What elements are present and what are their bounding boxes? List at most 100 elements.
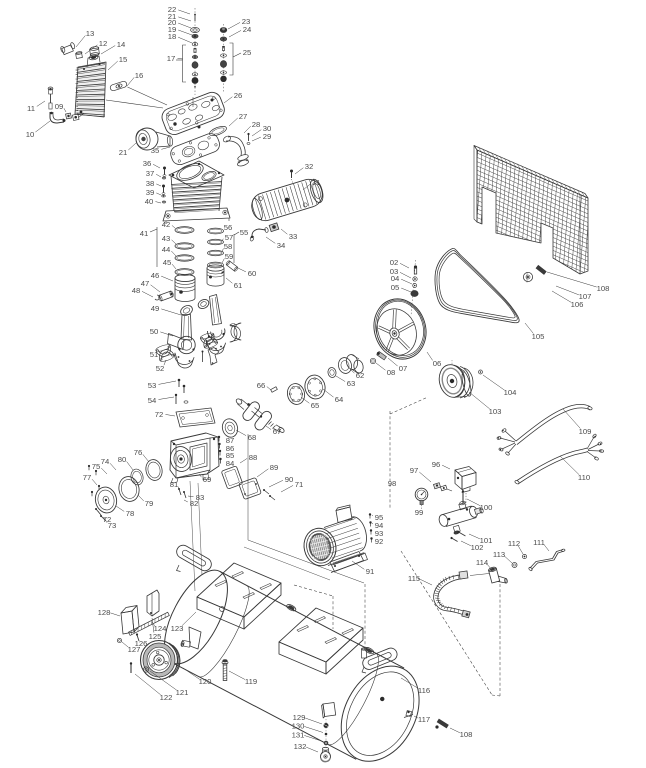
svg-text:99: 99 <box>415 508 424 517</box>
svg-text:72: 72 <box>103 515 112 524</box>
svg-text:126: 126 <box>135 639 148 648</box>
svg-text:91: 91 <box>366 567 375 576</box>
svg-text:11: 11 <box>27 104 35 113</box>
svg-text:39: 39 <box>146 188 155 197</box>
svg-text:35: 35 <box>151 146 160 155</box>
svg-text:83: 83 <box>196 493 205 502</box>
svg-text:92: 92 <box>375 537 384 546</box>
svg-text:54: 54 <box>148 396 157 405</box>
svg-text:86: 86 <box>226 444 235 453</box>
svg-text:58: 58 <box>224 242 233 251</box>
svg-text:61: 61 <box>234 281 243 290</box>
svg-text:117: 117 <box>418 715 430 724</box>
svg-text:131: 131 <box>292 730 305 739</box>
svg-text:21: 21 <box>168 12 177 21</box>
svg-text:40: 40 <box>145 197 154 206</box>
svg-text:75: 75 <box>92 462 101 471</box>
svg-text:53: 53 <box>148 381 157 390</box>
svg-text:84: 84 <box>226 459 235 468</box>
svg-text:111: 111 <box>533 538 545 547</box>
svg-text:88: 88 <box>249 453 258 462</box>
svg-text:02: 02 <box>390 258 399 267</box>
svg-text:46: 46 <box>151 271 160 280</box>
svg-text:94: 94 <box>375 521 384 530</box>
svg-text:63: 63 <box>347 379 356 388</box>
svg-text:121: 121 <box>176 688 189 697</box>
svg-text:41: 41 <box>140 229 149 238</box>
svg-text:27: 27 <box>239 112 248 121</box>
svg-text:14: 14 <box>117 40 126 49</box>
svg-text:72: 72 <box>155 410 164 419</box>
svg-text:08: 08 <box>387 368 396 377</box>
svg-text:33: 33 <box>289 232 298 241</box>
svg-text:22: 22 <box>168 5 177 14</box>
svg-text:115: 115 <box>408 574 420 583</box>
svg-text:60: 60 <box>248 269 257 278</box>
svg-text:13: 13 <box>86 29 95 38</box>
svg-text:62: 62 <box>356 371 365 380</box>
svg-text:49: 49 <box>151 304 160 313</box>
svg-text:101: 101 <box>480 536 493 545</box>
svg-text:68: 68 <box>248 433 257 442</box>
svg-text:108: 108 <box>460 730 473 739</box>
svg-text:106: 106 <box>571 300 584 309</box>
svg-text:30: 30 <box>263 124 272 133</box>
svg-text:77: 77 <box>83 473 92 482</box>
svg-text:50: 50 <box>150 327 159 336</box>
svg-text:17: 17 <box>167 54 176 63</box>
svg-text:43: 43 <box>162 234 171 243</box>
svg-text:31: 31 <box>312 178 321 187</box>
svg-text:69: 69 <box>203 475 212 484</box>
svg-text:06: 06 <box>433 359 442 368</box>
svg-text:56: 56 <box>224 223 233 232</box>
svg-text:97: 97 <box>410 466 419 475</box>
svg-text:36: 36 <box>143 159 152 168</box>
svg-text:100: 100 <box>480 503 493 512</box>
svg-text:104: 104 <box>504 388 518 397</box>
svg-text:25: 25 <box>243 48 252 57</box>
svg-text:66: 66 <box>257 381 266 390</box>
svg-text:16: 16 <box>135 71 144 80</box>
svg-text:42: 42 <box>162 220 171 229</box>
svg-text:87: 87 <box>226 436 235 445</box>
svg-text:102: 102 <box>471 543 484 552</box>
svg-text:15: 15 <box>119 55 128 64</box>
svg-text:120: 120 <box>199 677 212 686</box>
svg-text:128: 128 <box>98 608 111 617</box>
svg-text:32: 32 <box>305 162 314 171</box>
svg-text:48: 48 <box>132 286 141 295</box>
svg-text:05: 05 <box>391 283 400 292</box>
svg-text:23: 23 <box>242 17 251 26</box>
svg-text:47: 47 <box>141 279 150 288</box>
svg-text:04: 04 <box>391 274 400 283</box>
svg-text:90: 90 <box>285 475 294 484</box>
svg-text:45: 45 <box>163 258 172 267</box>
svg-text:21: 21 <box>119 148 128 157</box>
svg-text:123: 123 <box>171 624 184 633</box>
svg-text:52: 52 <box>156 364 165 373</box>
svg-text:127: 127 <box>128 645 141 654</box>
svg-text:107: 107 <box>579 292 592 301</box>
svg-text:85: 85 <box>226 451 235 460</box>
svg-text:132: 132 <box>294 742 307 751</box>
svg-text:81: 81 <box>170 480 179 489</box>
svg-text:55: 55 <box>240 228 249 237</box>
svg-text:71: 71 <box>295 480 304 489</box>
svg-text:122: 122 <box>160 693 173 702</box>
svg-text:10: 10 <box>26 130 35 139</box>
svg-text:89: 89 <box>270 463 279 472</box>
svg-text:29: 29 <box>263 132 272 141</box>
svg-text:93: 93 <box>375 529 384 538</box>
svg-text:110: 110 <box>578 473 590 482</box>
svg-text:07: 07 <box>399 364 408 373</box>
svg-text:37: 37 <box>146 169 155 178</box>
svg-text:125: 125 <box>149 632 162 641</box>
svg-text:105: 105 <box>532 332 545 341</box>
svg-text:108: 108 <box>597 284 610 293</box>
svg-text:59: 59 <box>225 252 234 261</box>
svg-text:82: 82 <box>190 499 199 508</box>
svg-text:129: 129 <box>293 713 306 722</box>
svg-text:109: 109 <box>579 427 592 436</box>
svg-text:73: 73 <box>108 521 117 530</box>
svg-text:119: 119 <box>245 677 257 686</box>
